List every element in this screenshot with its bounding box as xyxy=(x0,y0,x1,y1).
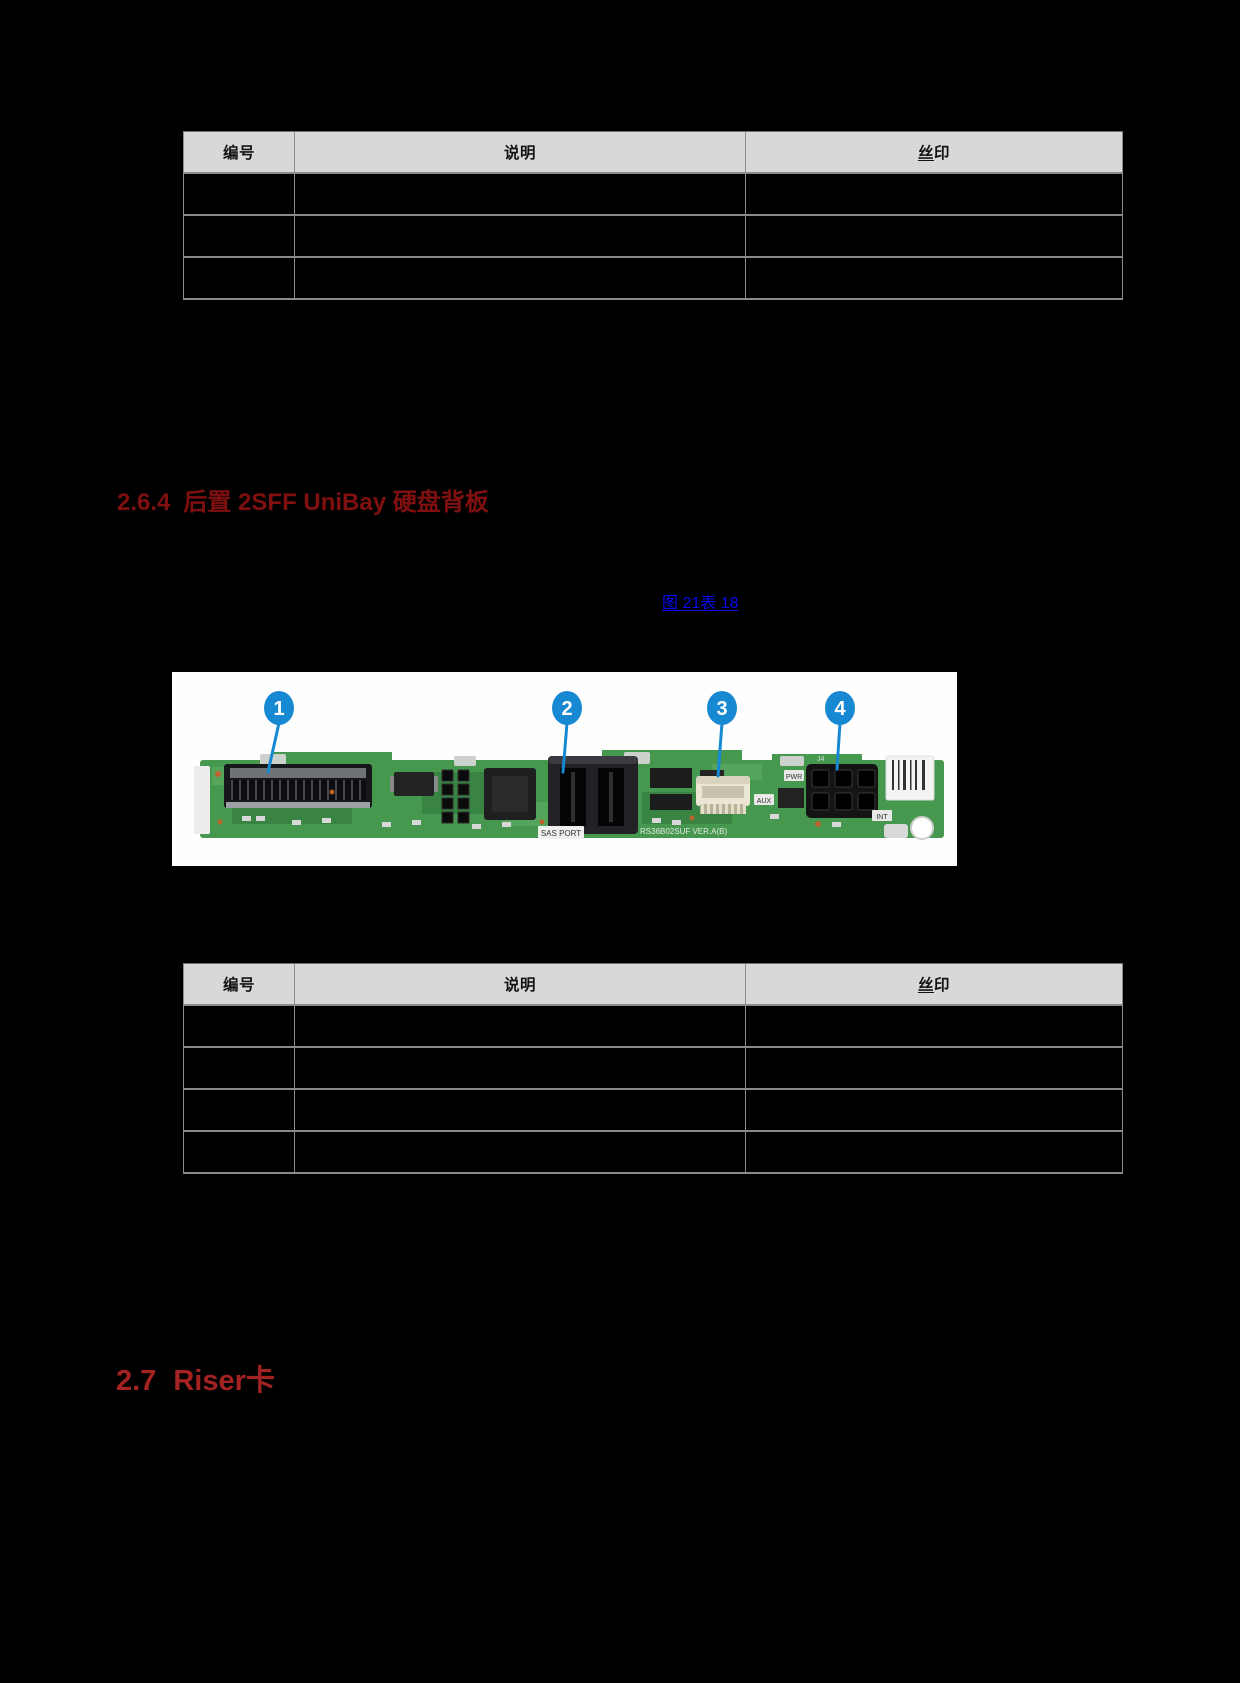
silkscreen-rest-char: 印 xyxy=(934,145,951,162)
table-cell xyxy=(746,216,1122,256)
table-cell xyxy=(295,258,746,298)
section-number: 2.6.4 xyxy=(117,489,171,516)
pwr-label: PWR xyxy=(784,770,804,781)
edge-connector xyxy=(224,764,372,808)
board-notch xyxy=(884,824,908,838)
table-cell xyxy=(184,1090,295,1130)
header-cell-number: 编号 xyxy=(184,964,295,1004)
header-cell-silkscreen: 丝印 xyxy=(746,132,1122,172)
barcode-label xyxy=(885,755,935,801)
table-cell xyxy=(295,1006,746,1046)
table-header-row: 编号 说明 丝印 xyxy=(184,964,1122,1006)
small-components xyxy=(390,768,536,824)
component-table-1: 编号 说明 丝印 xyxy=(183,131,1123,300)
backplane-figure: SAS PORT AUX PWR xyxy=(172,672,957,866)
table-cell xyxy=(746,1048,1122,1088)
svg-text:AUX: AUX xyxy=(757,798,772,805)
table-row xyxy=(184,1132,1122,1174)
table-cell xyxy=(184,1048,295,1088)
table-cell xyxy=(295,1048,746,1088)
table-cell xyxy=(184,1132,295,1172)
j4-silkscreen: J4 xyxy=(817,756,825,763)
table-cell xyxy=(295,1132,746,1172)
silkscreen-underlined-char: 丝 xyxy=(917,145,934,162)
table-cell xyxy=(295,1090,746,1130)
aux-label: AUX xyxy=(754,794,774,805)
callout-4-badge xyxy=(825,691,855,725)
section-heading-2-7: 2.7 Riser卡 xyxy=(116,1357,275,1399)
component-table-2: 编号 说明 丝印 xyxy=(183,963,1123,1174)
table-cell xyxy=(746,1132,1122,1172)
header-cell-description: 说明 xyxy=(295,132,746,172)
header-cell-number: 编号 xyxy=(184,132,295,172)
silkscreen-rest-char: 印 xyxy=(934,977,951,994)
header-cell-description: 说明 xyxy=(295,964,746,1004)
table-cell xyxy=(746,258,1122,298)
aux-signal-connector xyxy=(696,776,750,814)
callout-2-line xyxy=(561,721,569,774)
table-cell xyxy=(184,1006,295,1046)
table-cell xyxy=(746,174,1122,214)
table-row xyxy=(184,1090,1122,1132)
callout-1-line xyxy=(266,721,281,774)
table-row xyxy=(184,174,1122,216)
model-silkscreen: RS36B02SUF VER.A(B) xyxy=(640,827,727,836)
sas-port-label: SAS PORT xyxy=(538,826,584,839)
callout-1-number: 1 xyxy=(273,698,284,720)
callout-2-number: 2 xyxy=(561,698,572,720)
table-header-row: 编号 说明 丝印 xyxy=(184,132,1122,174)
mounting-hole xyxy=(910,816,934,840)
table-cell xyxy=(184,216,295,256)
callout-4-line xyxy=(835,721,842,771)
smd-resistors xyxy=(242,814,841,829)
solder-dots xyxy=(217,789,821,827)
table-row xyxy=(184,258,1122,300)
table-cell xyxy=(184,258,295,298)
table-cell xyxy=(746,1090,1122,1130)
table-cell xyxy=(184,174,295,214)
callout-4-number: 4 xyxy=(834,698,846,720)
callout-badges: 1 2 3 4 xyxy=(264,691,855,725)
silkscreen-underlined-char: 丝 xyxy=(917,977,934,994)
callout-lines xyxy=(266,721,842,778)
table-cell xyxy=(295,216,746,256)
table-row xyxy=(184,1006,1122,1048)
svg-text:PWR: PWR xyxy=(786,774,802,781)
section-title: Riser卡 xyxy=(173,1365,275,1397)
sas-port-connector xyxy=(548,756,638,834)
callout-1-badge xyxy=(264,691,294,725)
int-label: INT xyxy=(872,810,892,821)
callout-3-badge xyxy=(707,691,737,725)
power-connector xyxy=(806,764,878,818)
section-title: 后置 2SFF UniBay 硬盘背板 xyxy=(183,489,489,516)
svg-text:INT: INT xyxy=(876,814,888,821)
callout-2-badge xyxy=(552,691,582,725)
table-cell xyxy=(295,174,746,214)
svg-text:SAS PORT: SAS PORT xyxy=(541,829,581,838)
header-cell-silkscreen: 丝印 xyxy=(746,964,1122,1004)
section-heading-2-6-4: 2.6.4 后置 2SFF UniBay 硬盘背板 xyxy=(117,482,489,517)
left-label xyxy=(194,766,210,834)
callout-3-line xyxy=(716,721,724,778)
section-number: 2.7 xyxy=(116,1365,157,1397)
figure-table-reference-link[interactable]: 图 21表 18 xyxy=(662,595,739,612)
table-row xyxy=(184,1048,1122,1090)
small-chip xyxy=(778,788,804,808)
callout-3-number: 3 xyxy=(716,698,727,720)
table-cell xyxy=(746,1006,1122,1046)
table-row xyxy=(184,216,1122,258)
